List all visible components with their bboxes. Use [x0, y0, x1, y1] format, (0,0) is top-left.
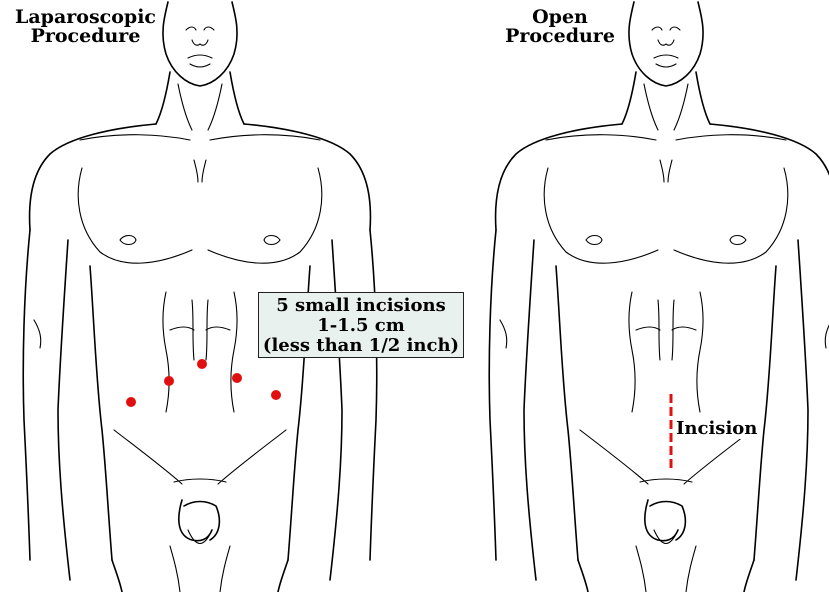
callout-line1: 5 small incisions — [259, 296, 463, 316]
laparoscopic-title-line2: Procedure — [8, 27, 163, 46]
incision-label: Incision — [676, 419, 757, 439]
incision-dot — [271, 390, 281, 400]
incision-dot — [126, 397, 136, 407]
callout-line2: 1-1.5 cm — [259, 316, 463, 336]
incision-size-callout: 5 small incisions 1-1.5 cm (less than 1/… — [258, 292, 464, 358]
laparoscopic-incision-markers — [126, 359, 281, 407]
laparoscopic-title: Laparoscopic Procedure — [8, 8, 163, 46]
open-torso-drawing — [489, 2, 829, 592]
incision-dot — [232, 373, 242, 383]
callout-line3: (less than 1/2 inch) — [259, 336, 463, 356]
open-title-line2: Procedure — [505, 27, 615, 46]
incision-dot — [197, 359, 207, 369]
open-title: Open Procedure — [505, 8, 615, 46]
incision-dot — [164, 376, 174, 386]
